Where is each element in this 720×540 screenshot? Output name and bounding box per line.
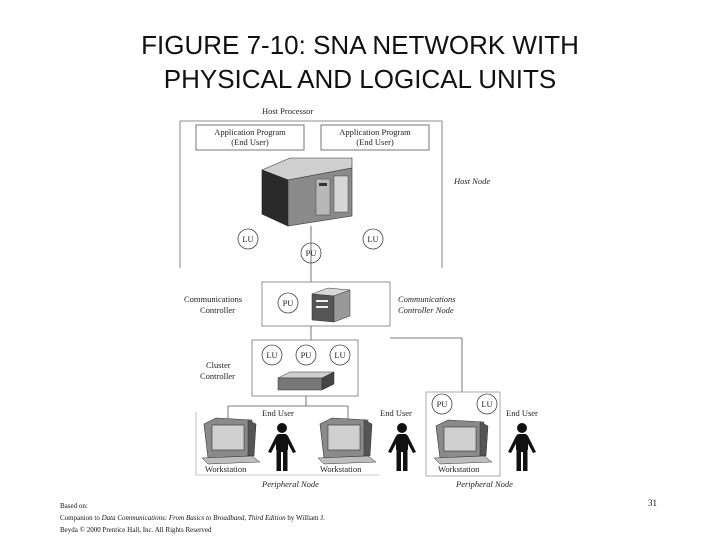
host-processor-label: Host Processor <box>262 106 313 116</box>
svg-text:LU: LU <box>367 234 378 244</box>
end-user-label-2: End User <box>380 408 412 418</box>
svg-text:LU: LU <box>242 234 253 244</box>
svg-text:(End User): (End User) <box>356 137 394 147</box>
comm-controller-label-1: Communications <box>184 294 242 304</box>
workstation-label-1: Workstation <box>205 464 247 474</box>
workstation-pu: PU <box>431 393 453 415</box>
end-user-label-3: End User <box>506 408 538 418</box>
application-program-box-1: Application Program (End User) <box>195 124 305 151</box>
citation-line-3: Beyda © 2000 Prentice Hall, Inc. All Rig… <box>60 526 212 534</box>
comm-node-label-1: Communications <box>398 294 456 304</box>
svg-text:LU: LU <box>266 350 277 360</box>
peripheral-node-2-box <box>425 391 501 477</box>
cluster-pu: PU <box>295 344 317 366</box>
application-program-box-2: Application Program (End User) <box>320 124 430 151</box>
peripheral-node-label-2: Peripheral Node <box>455 479 513 489</box>
page-number: 31 <box>648 498 657 508</box>
comm-controller-label-2: Controller <box>200 305 235 315</box>
cluster-lu-left: LU <box>261 344 283 366</box>
svg-text:PU: PU <box>437 399 448 409</box>
comm-node-label-2: Controller Node <box>398 305 454 315</box>
svg-text:PU: PU <box>283 298 294 308</box>
host-node-label: Host Node <box>453 176 490 186</box>
end-user-figure-1 <box>268 423 296 471</box>
workstation-icon-3 <box>433 419 493 465</box>
end-user-figure-3 <box>508 423 536 471</box>
cluster-controller-label-2: Controller <box>200 371 235 381</box>
svg-text:LU: LU <box>334 350 345 360</box>
host-lu-left: LU <box>237 228 259 250</box>
svg-text:Application Program: Application Program <box>339 127 411 137</box>
source-citation: Based on: Companion to Data Communicatio… <box>60 500 325 536</box>
title-line-1: FIGURE 7-10: SNA NETWORK WITH <box>141 30 579 60</box>
workstation-icon-1 <box>201 417 261 465</box>
cluster-controller-device-icon <box>277 371 335 391</box>
workstation-lu: LU <box>476 393 498 415</box>
comm-pu: PU <box>277 292 299 314</box>
peripheral-node-label-1: Peripheral Node <box>261 479 319 489</box>
slide-title: FIGURE 7-10: SNA NETWORK WITH PHYSICAL A… <box>0 28 720 96</box>
citation-line-1: Based on: <box>60 502 88 510</box>
svg-text:LU: LU <box>481 399 492 409</box>
workstation-icon-2 <box>317 417 377 465</box>
svg-text:PU: PU <box>301 350 312 360</box>
cluster-controller-label-1: Cluster <box>206 360 231 370</box>
cluster-lu-right: LU <box>329 344 351 366</box>
end-user-label-1: End User <box>262 408 294 418</box>
host-lu-right: LU <box>362 228 384 250</box>
svg-text:(End User): (End User) <box>231 137 269 147</box>
workstation-label-3: Workstation <box>438 464 480 474</box>
comm-controller-device-icon <box>311 287 351 323</box>
citation-line-2: Companion to Data Communications: From B… <box>60 514 325 522</box>
title-line-2: PHYSICAL AND LOGICAL UNITS <box>163 64 557 94</box>
svg-text:Application Program: Application Program <box>214 127 286 137</box>
host-mainframe-icon <box>261 157 353 227</box>
end-user-figure-2 <box>388 423 416 471</box>
workstation-label-2: Workstation <box>320 464 362 474</box>
